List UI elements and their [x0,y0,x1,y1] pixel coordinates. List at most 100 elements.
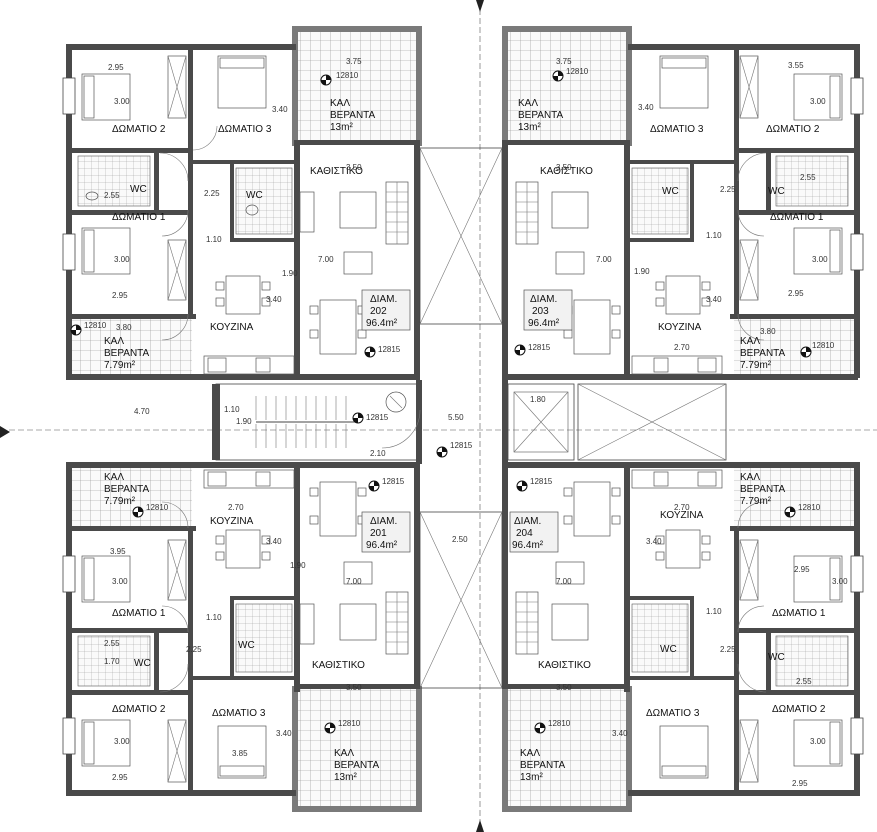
room-label-bedroom1: ΔΩΜΑΤΙΟ 1 [112,212,166,223]
dim: 3.00 [810,97,826,106]
veranda-small-area: 7.79m² [740,496,772,507]
veranda-main-floor [296,30,418,142]
dim: 2.25 [186,645,202,654]
dim: 4.70 [134,407,150,416]
dim: 3.40 [646,537,662,546]
stair-level: 12815 [366,413,389,422]
dim: 3.00 [114,255,130,264]
veranda-small-area: 7.79m² [740,360,772,371]
dim: 3.00 [812,255,828,264]
veranda-small-area: 7.79m² [104,360,136,371]
dim: 3.95 [110,547,126,556]
dim: 2.95 [792,779,808,788]
room-label-bedroom2: ΔΩΜΑΤΙΟ 2 [112,124,166,135]
veranda-main-l1: ΚΑΛ [330,98,350,109]
veranda-small-l2: ΒΕΡΑΝΤΑ [740,484,786,495]
axis-marker-bottom [476,820,484,832]
dim: 2.95 [788,289,804,298]
veranda-small-level: 12810 [798,503,821,512]
room-label-living: ΚΑΘΙΣΤΙΚΟ [312,660,365,671]
dim: 3.75 [556,57,572,66]
axis-marker-left [0,426,10,438]
dim: 2.55 [796,677,812,686]
unit-number: 202 [370,306,387,317]
level-marker-icon [324,722,336,734]
room-label-kitchen: ΚΟΥΖΙΝΑ [210,516,254,527]
dim: 2.70 [674,503,690,512]
unit-label: ΔΙΑΜ. [370,516,397,527]
dim: 1.80 [530,395,546,404]
veranda-main-l2: ΒΕΡΑΝΤΑ [518,110,564,121]
apartment-203: ΔΩΜΑΤΙΟ 2 ΔΩΜΑΤΙΟ 3 ΔΩΜΑΤΙΟ 1 ΚΟΥΖΙΝΑ ΚΑ… [502,26,864,380]
dim: 2.95 [112,773,128,782]
dim: 1.10 [206,613,222,622]
dim: 3.40 [276,729,292,738]
veranda-small-l1: ΚΑΛ [740,472,760,483]
room-label-bedroom2: ΔΩΜΑΤΙΟ 2 [112,704,166,715]
dim: 2.95 [794,565,810,574]
dim: 3.40 [266,295,282,304]
dim: 2.50 [452,535,468,544]
veranda-small-level: 12810 [84,321,107,330]
dim: 3.80 [760,327,776,336]
dim: 3.50 [556,683,572,692]
veranda-main-area: 13m² [520,772,543,783]
veranda-main-level: 12810 [548,719,571,728]
room-label-wc-b: WC [238,640,255,651]
level-marker-icon [70,324,82,336]
unit-number: 201 [370,528,387,539]
level-marker-icon [320,74,332,86]
room-label-kitchen: ΚΟΥΖΙΝΑ [660,510,704,521]
room-label-bedroom2: ΔΩΜΑΤΙΟ 2 [772,704,826,715]
level-marker-icon [368,480,380,492]
lobby-level: 12815 [450,441,473,450]
dim: 3.00 [114,97,130,106]
veranda-small-l1: ΚΑΛ [104,472,124,483]
dim: 2.55 [104,191,120,200]
unit-number: 203 [532,306,549,317]
veranda-small-level: 12810 [812,341,835,350]
unit-number: 204 [516,528,533,539]
dim: 2.25 [204,189,220,198]
room-label-bedroom1: ΔΩΜΑΤΙΟ 1 [770,212,824,223]
level-marker-icon [534,722,546,734]
apartment-201: ΔΩΜΑΤΙΟ 2 ΔΩΜΑΤΙΟ 3 ΔΩΜΑΤΙΟ 1 ΚΟΥΖΙΝΑ ΚΑ… [62,462,422,812]
living-level: 12815 [378,345,401,354]
veranda-small-area: 7.79m² [104,496,136,507]
dim: 7.00 [346,577,362,586]
dim: 5.50 [448,413,464,422]
room-label-living: ΚΑΘΙΣΤΙΚΟ [310,166,363,177]
veranda-small-l2: ΒΕΡΑΝΤΑ [104,348,150,359]
dim: 3.40 [638,103,654,112]
level-marker-icon [800,346,812,358]
veranda-main-level: 12810 [338,719,361,728]
veranda-small-floor [70,318,192,378]
room-label-kitchen: ΚΟΥΖΙΝΑ [658,322,702,333]
dim: 1.90 [634,267,650,276]
room-label-wc-a: WC [660,644,677,655]
dim: 3.85 [232,749,248,758]
room-label-wc-b: WC [768,652,785,663]
dim: 3.40 [706,295,722,304]
dim: 3.80 [116,323,132,332]
dim: 2.70 [674,343,690,352]
dim: 1.10 [706,607,722,616]
room-label-bedroom3: ΔΩΜΑΤΙΟ 3 [212,708,266,719]
unit-area: 96.4m² [512,540,544,551]
dim: 2.95 [108,63,124,72]
dim: 3.50 [346,163,362,172]
room-label-living: ΚΑΘΙΣΤΙΚΟ [540,166,593,177]
living-level: 12815 [382,477,405,486]
level-marker-icon [364,346,376,358]
room-label-bedroom3: ΔΩΜΑΤΙΟ 3 [646,708,700,719]
veranda-main-l1: ΚΑΛ [518,98,538,109]
dim: 3.75 [346,57,362,66]
room-label-kitchen: ΚΟΥΖΙΝΑ [210,322,254,333]
dim: 1.10 [224,405,240,414]
unit-label: ΔΙΑΜ. [514,516,541,527]
unit-label: ΔΙΑΜ. [530,294,557,305]
veranda-small-l1: ΚΑΛ [740,336,760,347]
room-label-living: ΚΑΘΙΣΤΙΚΟ [538,660,591,671]
